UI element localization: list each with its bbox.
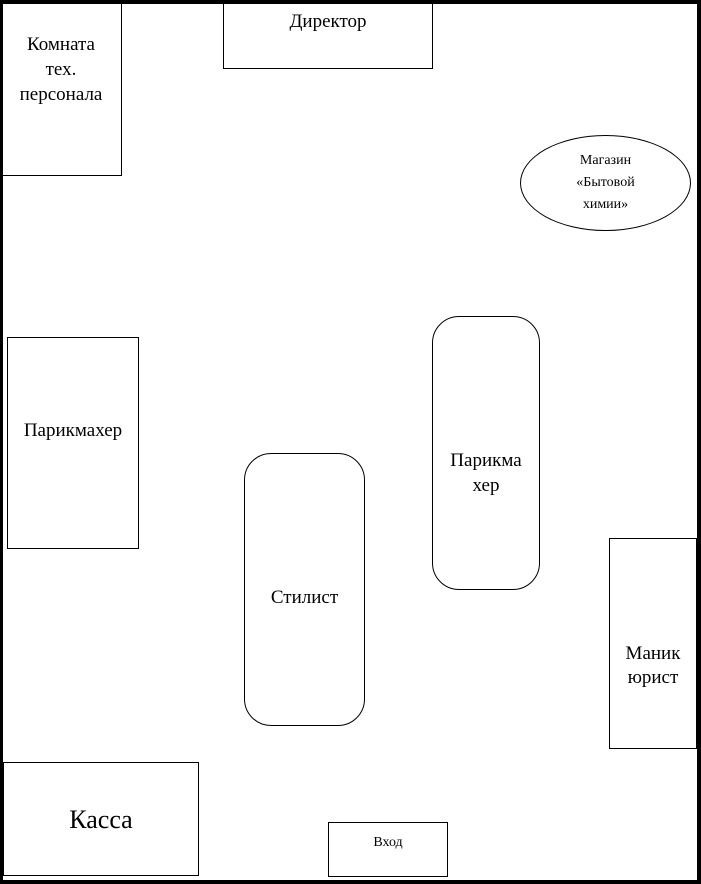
stylist-box: Стилист — [244, 453, 365, 726]
hairdresser-right-label: хер — [472, 475, 500, 496]
staff-room-box: Комната тех. персонала — [0, 0, 122, 176]
cashier-label: Касса — [69, 804, 133, 834]
shop-label: Магазин — [579, 153, 632, 168]
cashier-box: Касса — [3, 762, 199, 876]
hairdresser-left-label: Парикмахер — [23, 419, 123, 441]
stylist-label: Стилист — [270, 587, 339, 608]
staff-room-label: Комната — [27, 34, 95, 55]
director-label: Директор — [289, 11, 367, 32]
hairdresser-left-box: Парикмахер — [7, 337, 139, 549]
staff-room-label: персонала — [19, 84, 103, 105]
director-box: Директор — [223, 0, 433, 69]
entrance-box: Вход — [328, 822, 448, 877]
shop-label: «Бытовой — [576, 175, 635, 190]
shop-label: химии» — [582, 197, 629, 212]
manicurist-box: Маник юрист — [609, 538, 697, 749]
entrance-label: Вход — [373, 835, 403, 850]
shop-ellipse: Магазин «Бытовой химии» — [520, 135, 691, 231]
manicurist-label: Маник — [625, 642, 681, 664]
hairdresser-right-box: Парикма хер — [432, 316, 540, 590]
staff-room-label: тех. — [45, 59, 77, 80]
hairdresser-right-label: Парикма — [450, 450, 522, 471]
manicurist-label: юрист — [627, 666, 679, 688]
